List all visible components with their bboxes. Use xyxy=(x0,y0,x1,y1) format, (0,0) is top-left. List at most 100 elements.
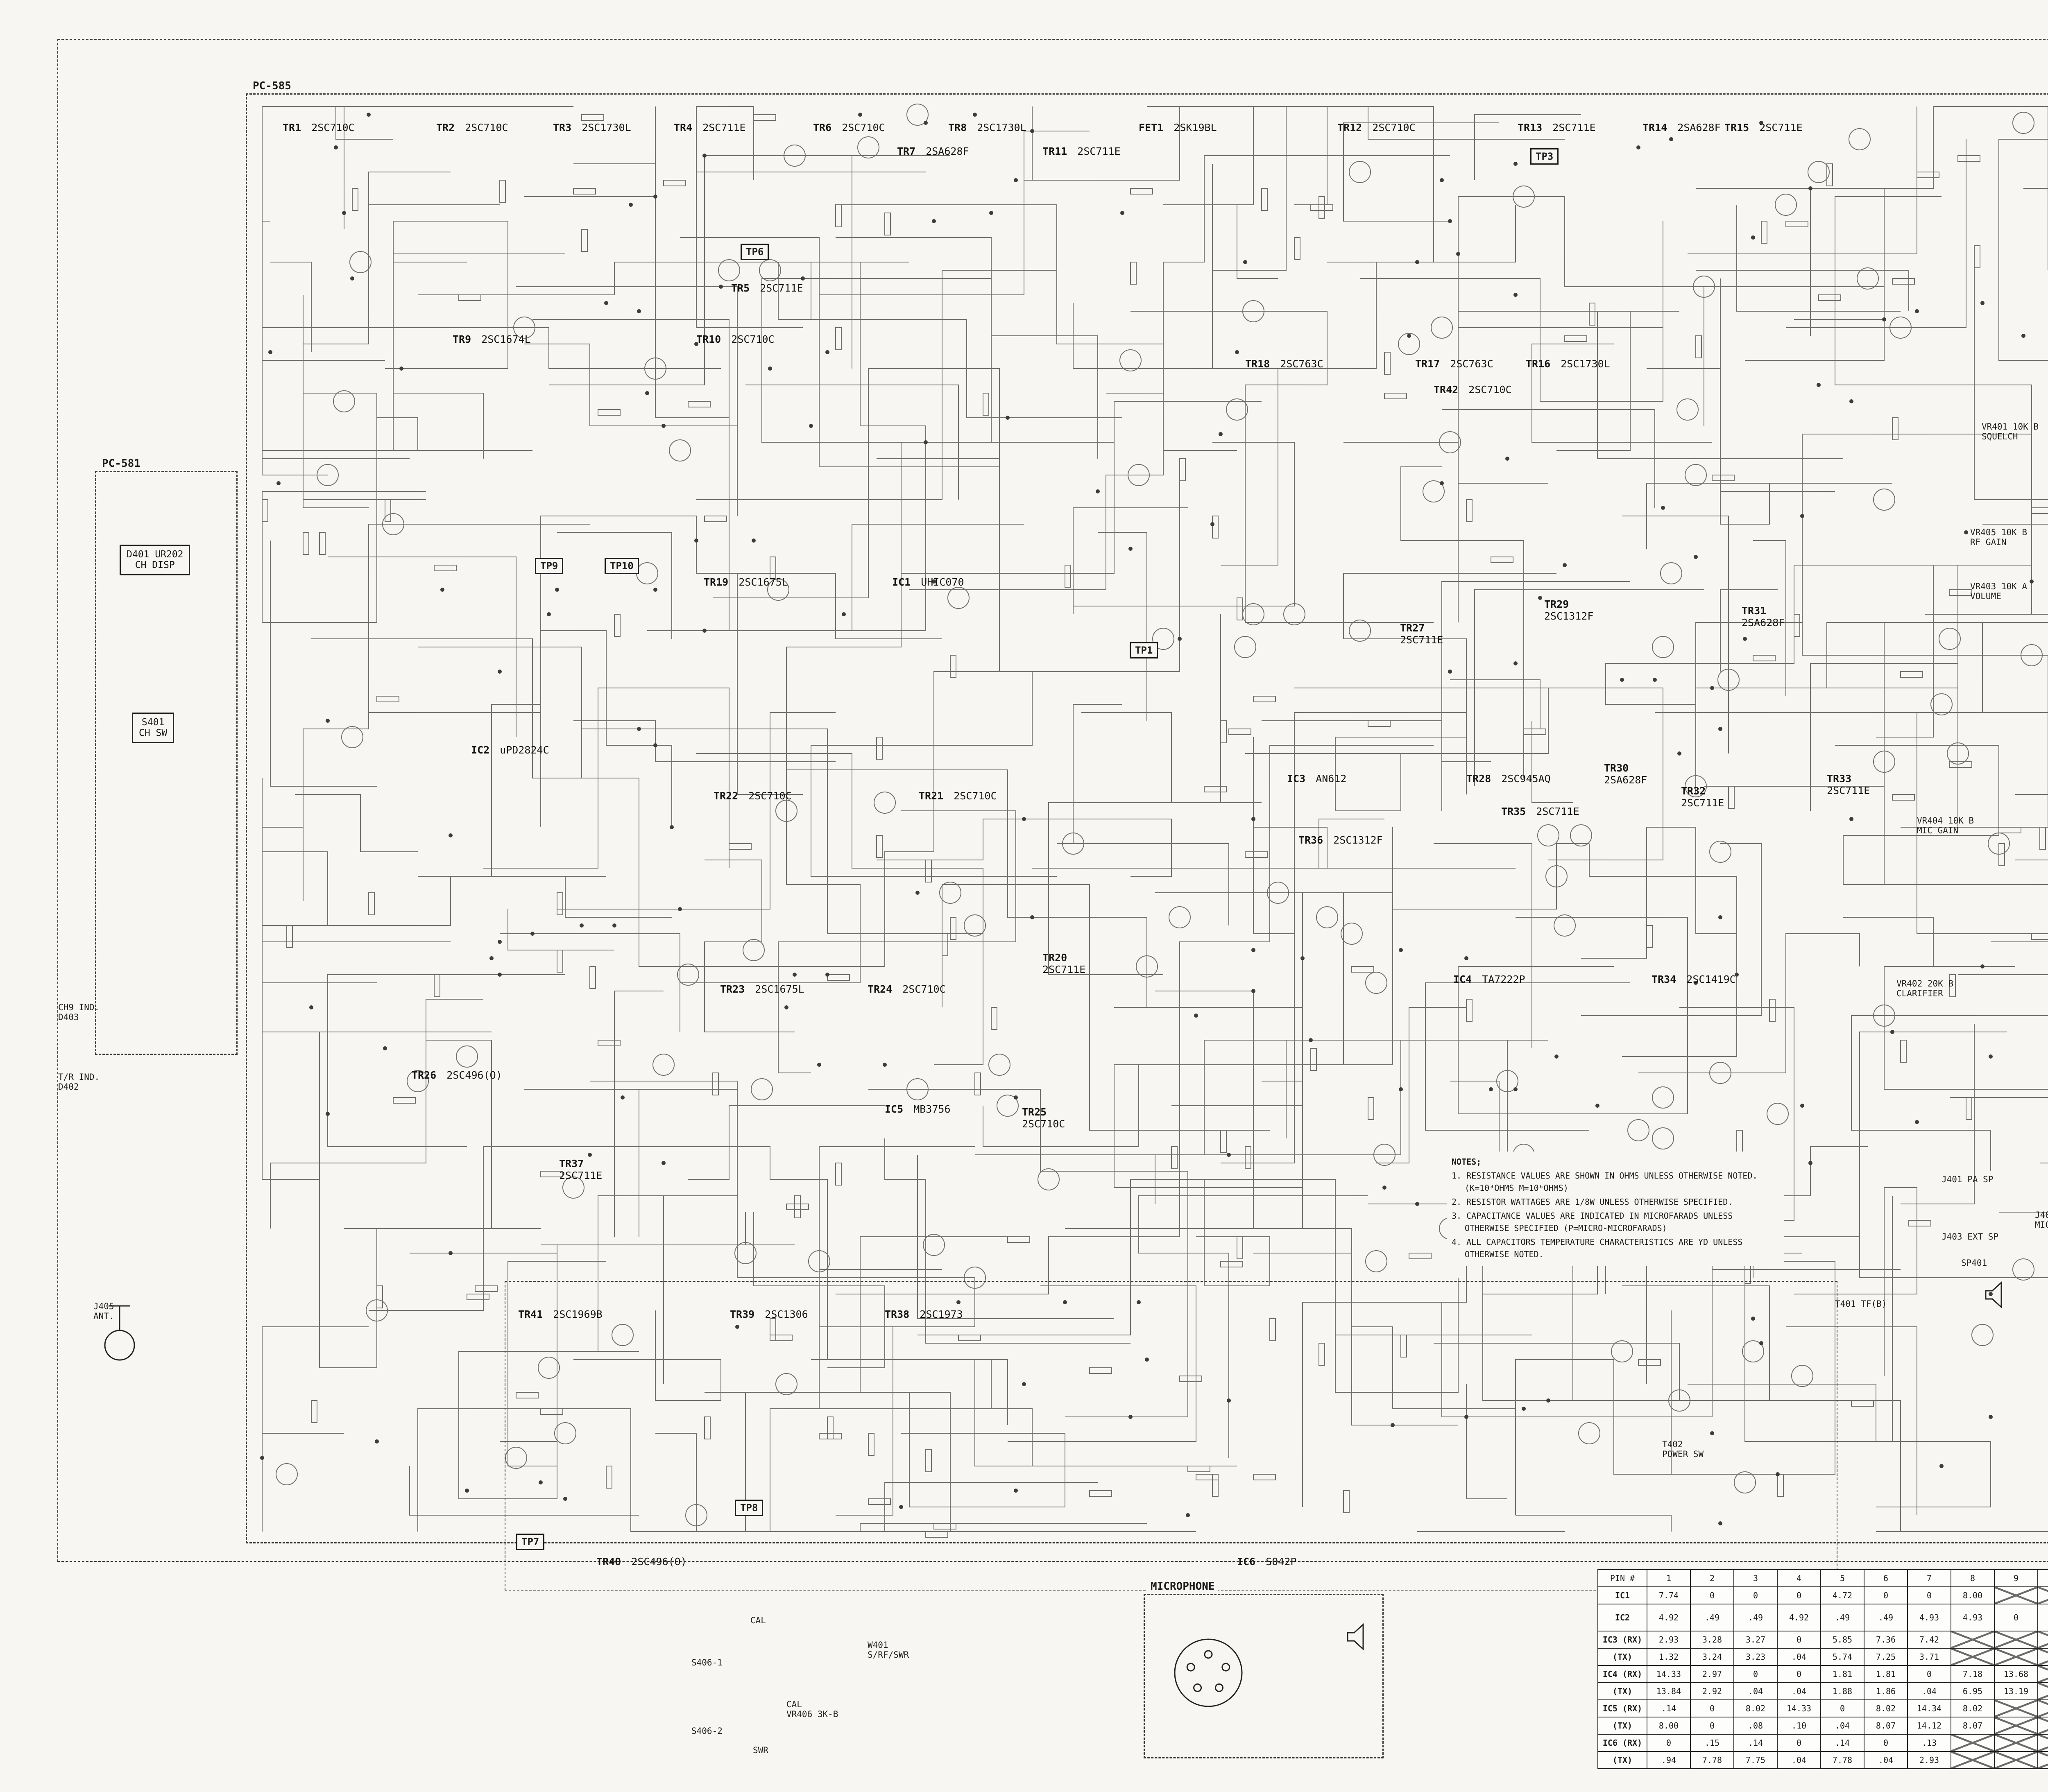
ic-cell: 1.88 xyxy=(1820,1682,1864,1700)
ic-cell: 8.07 xyxy=(1864,1717,1908,1735)
ic-cell: 7.74 xyxy=(1647,1586,1691,1604)
ic-cell: 7.75 xyxy=(1733,1751,1778,1769)
ic-pin-corner: PIN # xyxy=(1597,1569,1647,1587)
ic-cell: 0 xyxy=(1647,1734,1691,1752)
ic-cell: 2.04 xyxy=(2037,1604,2048,1631)
ic-cell: 1.32 xyxy=(1647,1648,1691,1666)
ic-cell: 7.18 xyxy=(1951,1665,1995,1683)
ic-cell-unused xyxy=(1994,1586,2038,1604)
ic-cell-unused xyxy=(2037,1699,2048,1717)
component-label-tr33: TR33 2SC711E xyxy=(1827,773,1870,796)
notes-heading: NOTES; xyxy=(1452,1157,1482,1167)
component-label-fet1: FET1 2SK19BL xyxy=(1139,122,1217,133)
board-outline-frame xyxy=(505,1281,1837,1591)
ic-cell: 0 xyxy=(1690,1717,1734,1735)
component-label-tr3: TR3 2SC1730L xyxy=(553,122,631,133)
ic-pin-header: 10 xyxy=(2037,1569,2048,1587)
ic-cell: 0 xyxy=(1690,1586,1734,1604)
ic-cell-unused xyxy=(2037,1665,2048,1683)
ic-cell: .14 xyxy=(1733,1734,1778,1752)
component-label-tr39: TR39 2SC1306 xyxy=(730,1308,808,1320)
ic-cell: 13.68 xyxy=(1994,1665,2038,1683)
component-label-ic4: IC4 TA7222P xyxy=(1453,973,1525,985)
ic-cell: 8.02 xyxy=(1864,1699,1908,1717)
ic-pin-header: 1 xyxy=(1647,1569,1691,1587)
ic-row-name: (TX) xyxy=(1597,1751,1647,1769)
ic-cell: 14.33 xyxy=(1777,1699,1821,1717)
testpoint-tp10: TP10 xyxy=(605,558,639,574)
ic-cell: 3.71 xyxy=(1907,1648,1951,1666)
ic-cell: 2.93 xyxy=(1647,1631,1691,1649)
ic-cell: 13.84 xyxy=(1647,1682,1691,1700)
ic-cell: 1.81 xyxy=(1864,1665,1908,1683)
ic-cell-unused xyxy=(1994,1751,2038,1769)
ic-pin-header: 7 xyxy=(1907,1569,1951,1587)
ic-cell: .04 xyxy=(1820,1717,1864,1735)
component-label-vr401: VR401 10K B SQUELCH xyxy=(1982,422,2039,442)
ic-row-name: IC4 (RX) xyxy=(1597,1665,1647,1683)
ic-cell: .14 xyxy=(1820,1734,1864,1752)
component-label-t402: T402 POWER SW xyxy=(1662,1439,1704,1459)
component-label-tr16: TR16 2SC1730L xyxy=(1526,358,1610,370)
ic-cell: 2.93 xyxy=(1907,1751,1951,1769)
component-label-j405: J405 ANT. xyxy=(93,1301,114,1321)
component-label-tr20: TR20 2SC711E xyxy=(1042,952,1086,975)
component-label-sp401: SP401 xyxy=(1961,1258,1987,1268)
ic-cell: 14.12 xyxy=(1907,1717,1951,1735)
component-label-tr32: TR32 2SC711E xyxy=(1681,785,1724,809)
ic-cell: 4.93 xyxy=(1951,1604,1995,1631)
component-label-tr23: TR23 2SC1675L xyxy=(720,983,804,995)
component-label-tr13: TR13 2SC711E xyxy=(1518,122,1596,133)
board-label: PC-581 xyxy=(99,457,144,470)
ic-cell: 0 xyxy=(1777,1665,1821,1683)
ic-cell: 4.72 xyxy=(1820,1586,1864,1604)
ic-cell: 2.97 xyxy=(1690,1665,1734,1683)
component-label-s406-1: S406-1 xyxy=(691,1658,723,1668)
ic-cell-unused xyxy=(1951,1648,1995,1666)
ic-cell: 0 xyxy=(1777,1734,1821,1752)
ic-cell: 0 xyxy=(1864,1734,1908,1752)
component-label-tr12: TR12 2SC710C xyxy=(1337,122,1416,133)
ic-cell: 8.07 xyxy=(1951,1717,1995,1735)
testpoint-tp8: TP8 xyxy=(735,1500,763,1516)
component-label-tr8: TR8 2SC1730L xyxy=(948,122,1026,133)
component-label-tr29: TR29 2SC1312F xyxy=(1544,598,1594,622)
ic-cell: .08 xyxy=(1733,1717,1778,1735)
ic-cell: .10 xyxy=(1777,1717,1821,1735)
ic-cell: 6.95 xyxy=(1951,1682,1995,1700)
mic-connector-icon xyxy=(1174,1638,1243,1707)
antenna-icon xyxy=(104,1305,135,1361)
ic-cell: 7.25 xyxy=(1864,1648,1908,1666)
ic-row-name: IC3 (RX) xyxy=(1597,1631,1647,1649)
ic-cell: .15 xyxy=(1690,1734,1734,1752)
ic-pin-header: 5 xyxy=(1820,1569,1864,1587)
ic-pin-header: 6 xyxy=(1864,1569,1908,1587)
notes-items: 1. RESISTANCE VALUES ARE SHOWN IN OHMS U… xyxy=(1452,1170,1779,1260)
component-label-t401: T401 TF(B) xyxy=(1835,1299,1887,1309)
component-label-tr36: TR36 2SC1312F xyxy=(1298,834,1383,846)
component-label-tr2: TR2 2SC710C xyxy=(436,122,508,133)
ic-row-name: IC1 xyxy=(1597,1586,1647,1604)
component-label-j403: J403 EXT SP xyxy=(1942,1232,1999,1242)
component-label-tr30: TR30 2SA628F xyxy=(1604,762,1647,786)
component-label-swr: SWR xyxy=(753,1745,768,1755)
ic-cell: .04 xyxy=(1733,1682,1778,1700)
component-label-tr17: TR17 2SC763C xyxy=(1415,358,1493,370)
component-label-tr28: TR28 2SC945AQ xyxy=(1466,773,1551,785)
ic-cell-unused xyxy=(2037,1648,2048,1666)
ic-cell-unused xyxy=(1951,1631,1995,1649)
component-label-tr24: TR24 2SC710C xyxy=(868,983,946,995)
ic-cell: .04 xyxy=(1907,1682,1951,1700)
ic-row-name: IC2 xyxy=(1597,1604,1647,1631)
board-outline-pc-581: PC-581 xyxy=(95,457,238,1055)
ic-cell-unused xyxy=(1951,1751,1995,1769)
component-label-tr18: TR18 2SC763C xyxy=(1245,358,1323,370)
board-outline-pc-585: PC-585 xyxy=(246,80,2048,1543)
component-label-j401: J401 PA SP xyxy=(1942,1174,1994,1184)
component-label-tr40: TR40 2SC496(O) xyxy=(596,1556,687,1568)
ic-cell: .04 xyxy=(1777,1648,1821,1666)
